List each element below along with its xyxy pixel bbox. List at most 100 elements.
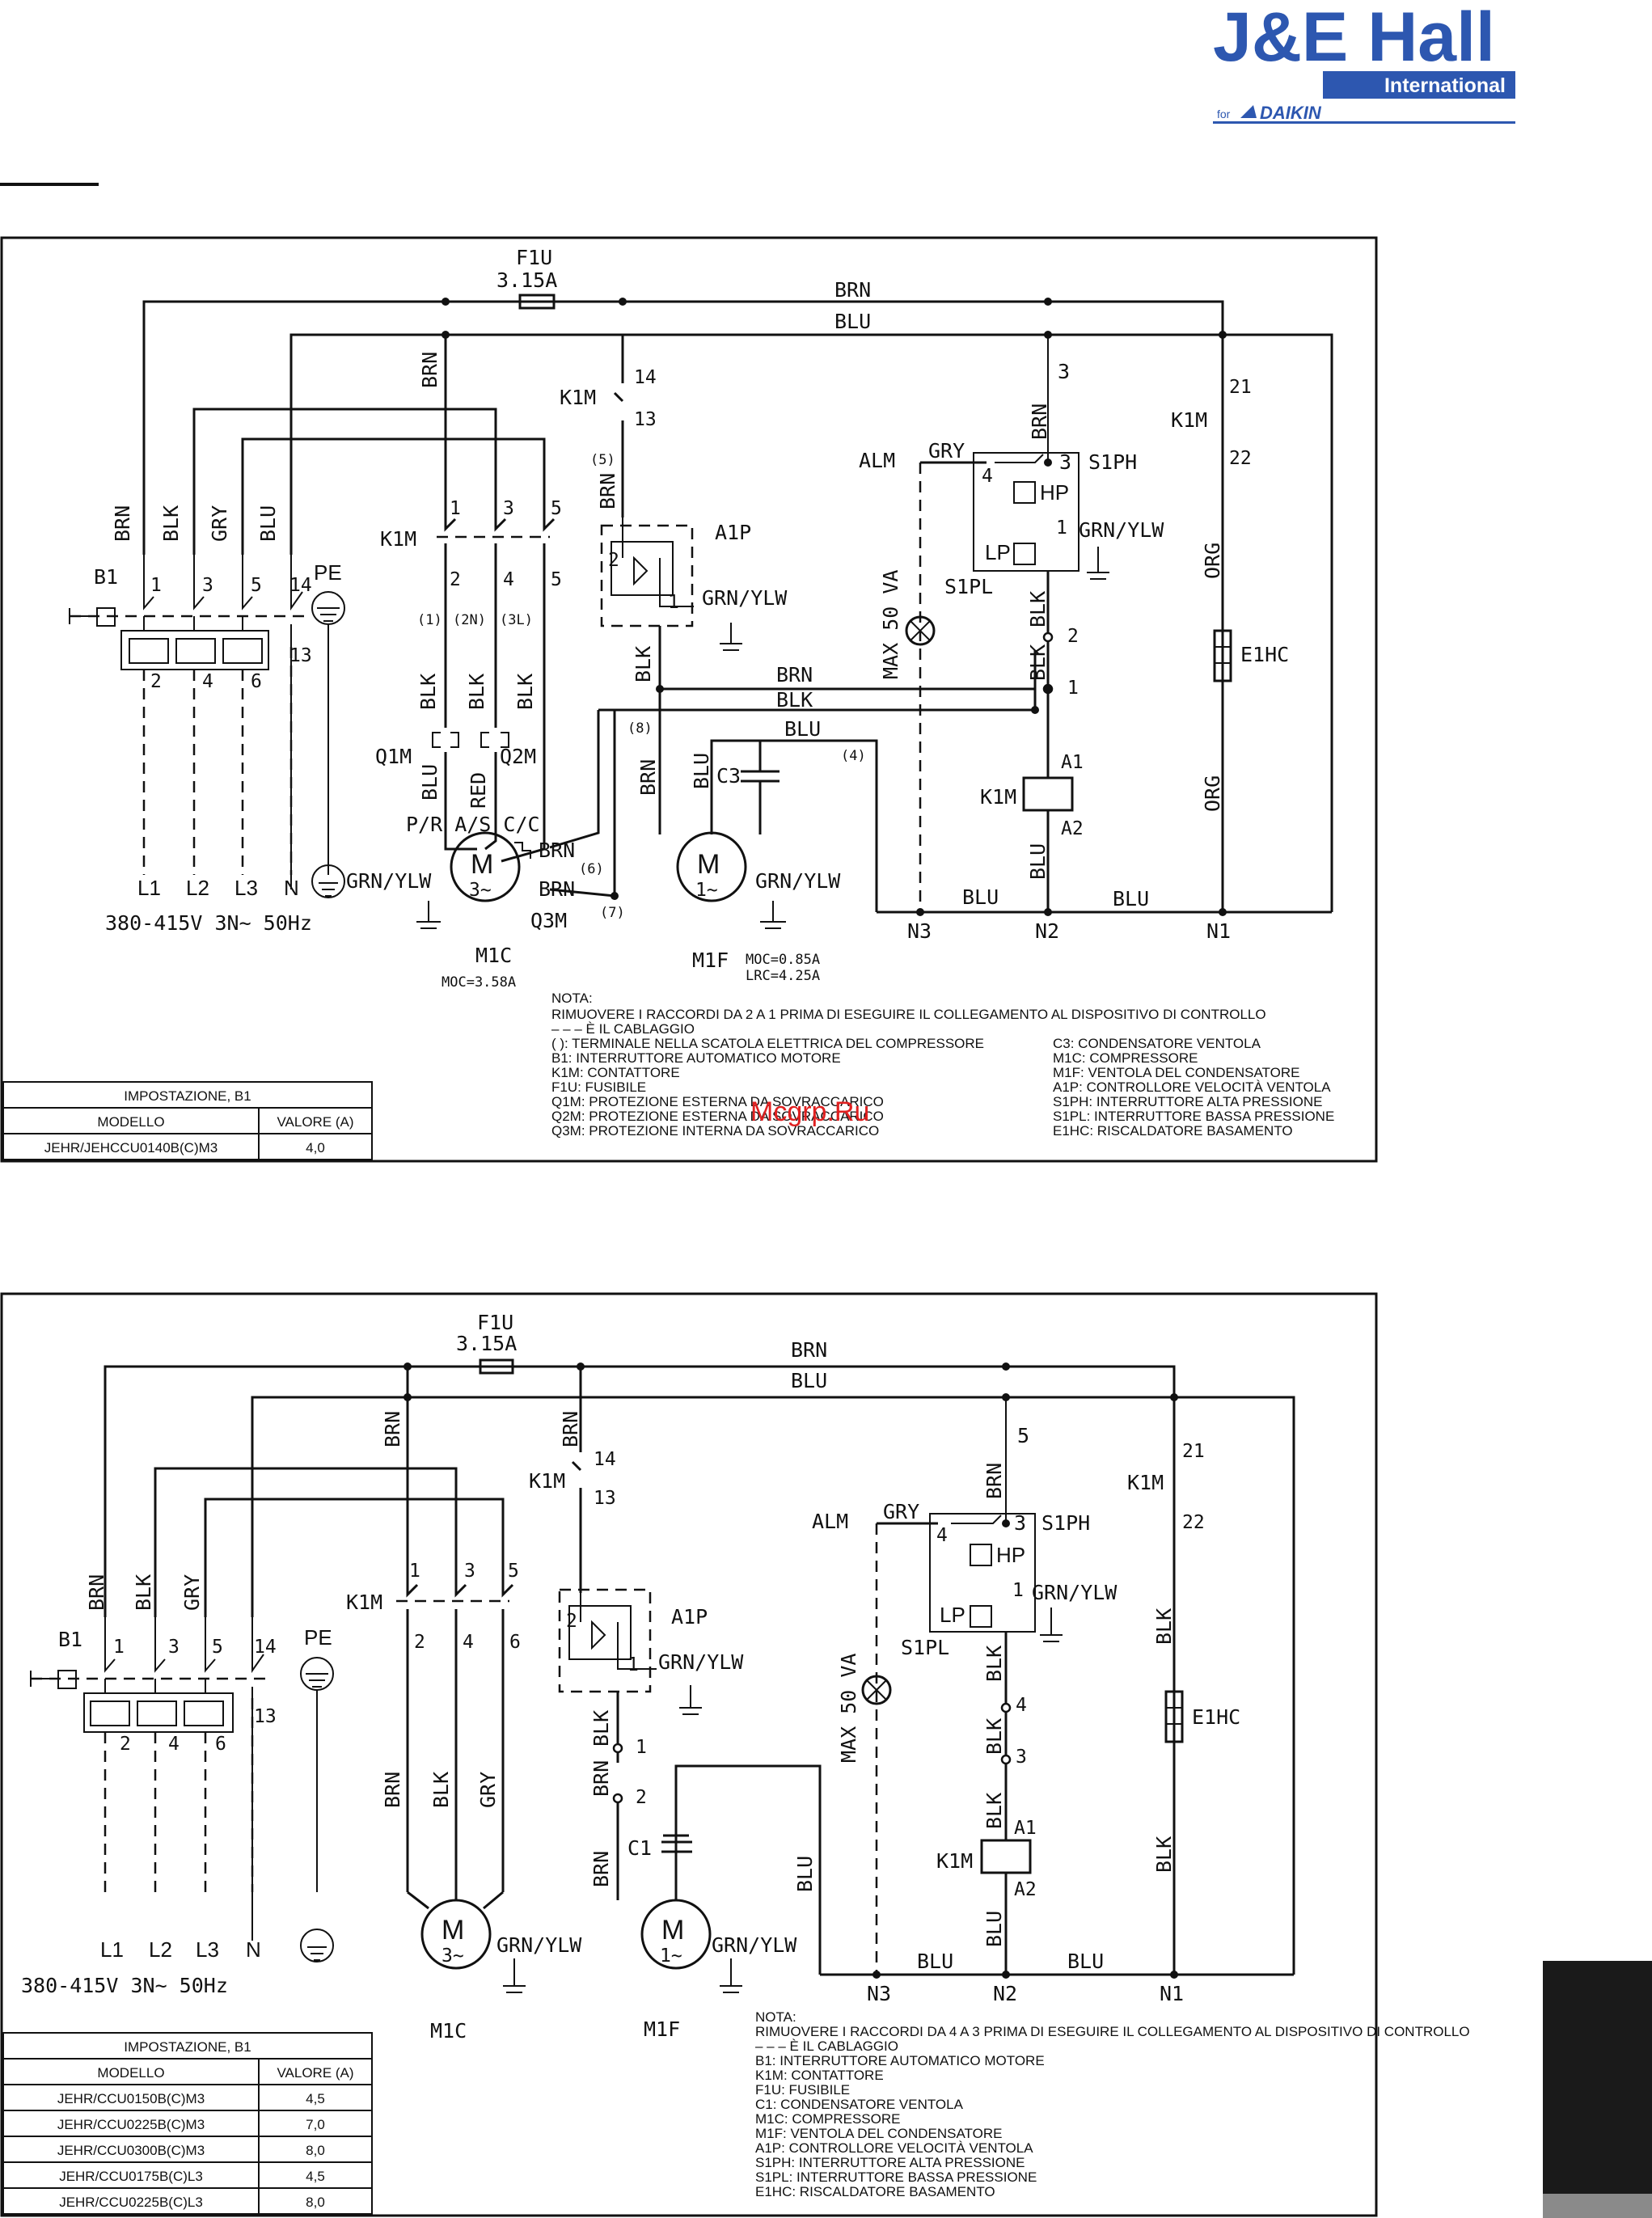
a1p-name: A1P	[715, 521, 751, 544]
run-brn: BRN	[776, 663, 813, 687]
a1p-gnd-icon	[720, 623, 742, 651]
s1pl2-t4: 4	[1016, 1695, 1027, 1716]
note-right: S1PH: INTERRUTTORE ALTA PRESSIONE	[1053, 1094, 1322, 1109]
lp2-switch-icon	[970, 1605, 992, 1628]
wire-blk-3: BLK	[513, 674, 537, 710]
m1f2-m: M	[661, 1915, 684, 1946]
bus-brn	[142, 300, 1224, 912]
wire2-blk-coil: BLK	[982, 1793, 1006, 1829]
b1-breaker-body	[69, 555, 307, 889]
s1ph-name: S1PH	[1088, 450, 1137, 474]
m1c-name: M1C	[475, 944, 512, 967]
s1ph2-t1: 1	[1012, 1580, 1024, 1601]
m1c2-m: M	[442, 1915, 464, 1946]
brand-logo: J&E Hall International for DAIKIN	[1213, 0, 1515, 124]
s1ph2-box	[929, 1513, 1036, 1633]
k1m-m3: (3L)	[500, 612, 533, 628]
wire-blu-coil: BLU	[1026, 843, 1050, 880]
m1f2-name: M1F	[644, 2017, 680, 2041]
k1m2-nc-22: 22	[1182, 1512, 1205, 1533]
junctions-1	[442, 298, 1227, 900]
supply2-voltage: 380-415V 3N~ 50Hz	[21, 1974, 228, 1997]
s1ph2-t4: 4	[936, 1525, 948, 1546]
bus2-brn-label: BRN	[791, 1338, 827, 1362]
supply-l3: L3	[234, 876, 258, 900]
s1ph-t-top: 3	[1058, 360, 1070, 383]
supply2-n: N	[246, 1937, 261, 1962]
k1m-coil-a1: A1	[1061, 752, 1084, 773]
k1m2-p3: 3	[464, 1561, 475, 1582]
page-tab	[1543, 1961, 1652, 2194]
supply-voltage: 380-415V 3N~ 50Hz	[105, 911, 312, 935]
wire-blu-q1m: BLU	[418, 764, 442, 801]
a1p-t2: 2	[608, 550, 619, 571]
brand-for: for	[1217, 108, 1231, 120]
m1c-leads	[444, 728, 546, 863]
k1m-main-name: K1M	[380, 527, 416, 551]
a1p-t1: 1	[668, 592, 679, 613]
supply-l2: L2	[186, 876, 209, 900]
table-cell-model: JEHR/JEHCCU0140B(C)M3	[44, 1140, 218, 1155]
table-title: IMPOSTAZIONE, B1	[124, 1088, 251, 1104]
neutral-blu-2: BLU	[1113, 887, 1149, 910]
terminal-n2: N2	[1035, 919, 1059, 943]
junctions-2	[403, 1362, 1178, 1527]
mark-6: (6)	[579, 861, 604, 877]
k1m-aux-14-13	[613, 335, 624, 518]
wire2-blk-s1pl-2: BLK	[982, 1718, 1006, 1755]
settings-table-2: IMPOSTAZIONE, B1 MODELLO VALORE (A) JEHR…	[2, 2032, 373, 2215]
hp-switch-icon	[1013, 481, 1036, 504]
watermark: Mcgrp.Ru	[750, 1096, 869, 1127]
a1p2-name: A1P	[671, 1605, 708, 1629]
e1hc-label: E1HC	[1240, 643, 1289, 666]
note-right: M1C: COMPRESSORE	[1053, 1050, 1198, 1066]
a1p-box	[600, 524, 694, 627]
s1ph-hp: HP	[1040, 480, 1069, 505]
s1pl-t1: 1	[1067, 678, 1079, 699]
k1m-nc-22: 22	[1229, 448, 1252, 469]
pe2-terminal-icon	[300, 1929, 334, 1962]
k1m-nc-name: K1M	[1171, 408, 1207, 432]
k1m2-nc-name: K1M	[1127, 1471, 1164, 1494]
k1m-m1: (1)	[417, 612, 442, 628]
table2-col-value: VALORE (A)	[277, 2065, 353, 2081]
wire2-brn-l1: BRN	[85, 1574, 108, 1611]
bus2-blu-label: BLU	[791, 1369, 827, 1392]
supply-l1: L1	[137, 876, 161, 900]
b1-2-breaker-body	[30, 1617, 267, 1941]
b1-t13: 13	[289, 645, 312, 666]
k1m-p6: 5	[551, 569, 562, 590]
note-right: C3: CONDENSATORE VENTOLA	[1053, 1036, 1261, 1051]
wire-blk-2: BLK	[465, 674, 488, 710]
m1c2-phase: 3~	[442, 1946, 464, 1967]
m1f2-motor-icon	[640, 1899, 712, 1970]
k1m2-main-contacts	[406, 1583, 514, 1892]
brn-to-m1c	[549, 710, 600, 849]
s1ph-t1: 1	[1056, 518, 1067, 539]
s1ph-t4: 4	[982, 466, 993, 487]
terminal2-n1: N1	[1160, 1982, 1184, 2005]
bus2-brn	[104, 1365, 1176, 1975]
a1p2-term-2: 2	[636, 1787, 647, 1808]
brand-name: J&E Hall	[1213, 0, 1495, 76]
feed2-l1	[154, 1467, 458, 1617]
m1f2-grnylw: GRN/YLW	[712, 1933, 797, 1957]
a1p2-box	[558, 1588, 652, 1693]
wire-blk-l2: BLK	[159, 505, 183, 542]
k1m-m2: (2N)	[453, 612, 486, 628]
k1m-aux-name: K1M	[560, 386, 596, 409]
terminal-n3: N3	[907, 919, 932, 943]
b1-t1: 1	[150, 575, 162, 596]
b1-2-t14: 14	[254, 1637, 277, 1658]
k1m-p3: 3	[503, 498, 514, 519]
note-line: Q1M: PROTEZIONE ESTERNA DA SOVRACCARICO	[551, 1094, 884, 1109]
k1m2-aux	[571, 1367, 582, 1593]
alarm2-lamp-icon	[861, 1675, 892, 1705]
b1-2-name: B1	[58, 1628, 82, 1651]
wire-blu-n: BLU	[256, 505, 280, 542]
page-tab-edge	[1543, 2194, 1652, 2218]
terminal-n1: N1	[1206, 919, 1231, 943]
b1-t5: 5	[251, 575, 262, 596]
k1m2-p2: 2	[414, 1632, 425, 1653]
note-line: Q2M: PROTEZIONE ESTERNA DA SOVRACCARICO	[551, 1109, 884, 1124]
